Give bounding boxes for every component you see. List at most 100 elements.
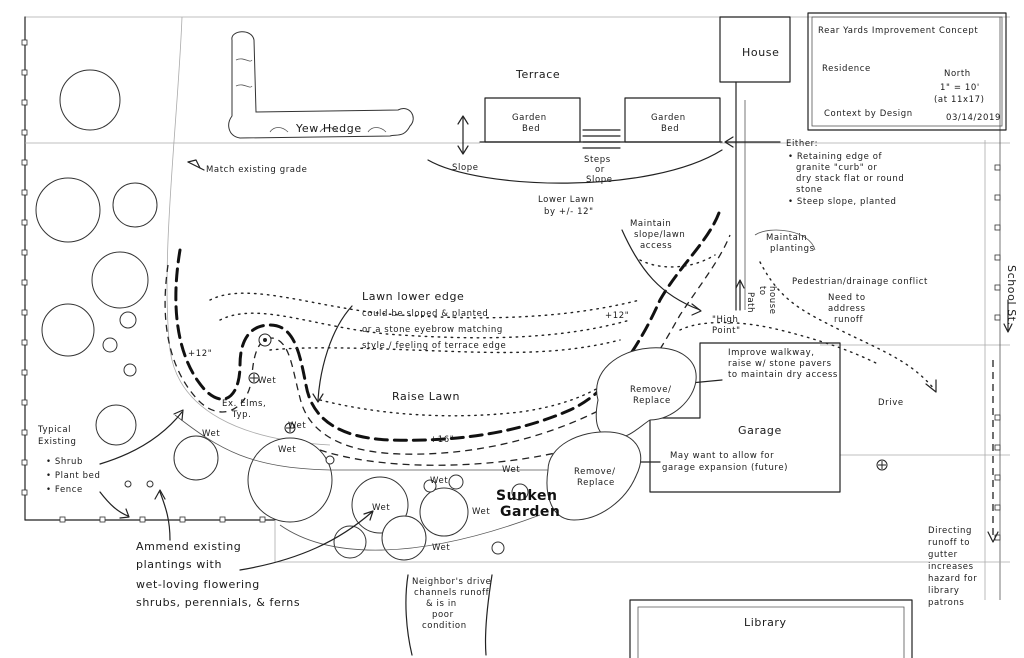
wet-label-2: Wet xyxy=(288,421,306,431)
lawn-edge-label-d: style / feeling of terrace edge xyxy=(362,341,506,351)
walkway-label-b: raise w/ stone pavers xyxy=(728,359,832,369)
typical-label-2: • Plant bed xyxy=(46,471,100,481)
yew-hedge: Yew Hedge xyxy=(228,31,414,139)
lawn-edge-note: Lawn lower edge could be sloped & plante… xyxy=(312,290,506,403)
yew-hedge-label: Yew Hedge xyxy=(295,122,362,135)
maintain-slope-label-a: Maintain xyxy=(630,219,671,229)
north-text: North xyxy=(944,69,971,79)
wet-label-6: Wet xyxy=(502,465,520,475)
conflict-label-c: address xyxy=(828,304,866,314)
terrace-label: Terrace xyxy=(515,68,560,81)
lawn-edge-label-c: or a stone eyebrow matching xyxy=(362,325,503,335)
garage-label: Garage xyxy=(738,424,782,437)
steps-label-c: Slope xyxy=(586,175,613,185)
wet-label-5: Wet xyxy=(430,476,448,486)
slope-label: Slope xyxy=(452,163,479,173)
neighbor-note: Neighbor's drive channels runoff & is in… xyxy=(405,574,493,656)
either-label-1b: granite "curb" or xyxy=(796,163,877,173)
match-grade-label: Match existing grade xyxy=(206,165,307,175)
scale-text: 1" = 10' xyxy=(940,83,980,93)
directing-note: Directing runoff to gutter increases haz… xyxy=(928,360,999,608)
either-label-2: • Steep slope, planted xyxy=(788,197,897,207)
match-grade-note: Match existing grade xyxy=(187,159,307,175)
lower-lawn-label-b: by +/- 12" xyxy=(544,207,594,217)
lower-lawn-label-a: Lower Lawn xyxy=(538,195,594,205)
steps-label-a: Steps xyxy=(584,155,611,165)
plus12-left-label: +12" xyxy=(188,349,212,359)
drive-label: Drive xyxy=(878,398,904,408)
walkway-label-c: to maintain dry access xyxy=(728,370,838,380)
remove-2-label-b: Replace xyxy=(577,478,615,488)
either-label-1d: stone xyxy=(796,185,823,195)
library: Library xyxy=(629,599,913,658)
directing-label-f: library xyxy=(928,586,960,596)
maintain-slope-note: Maintain slope/lawn access xyxy=(621,219,702,316)
either-note: Either: • Retaining edge of granite "cur… xyxy=(724,136,904,207)
typical-existing-note: Typical Existing • Shrub • Plant bed • F… xyxy=(37,409,184,519)
garden-bed-2-label-b: Bed xyxy=(661,124,679,134)
either-label-1c: dry stack flat or round xyxy=(796,174,904,184)
path-label-a: Path xyxy=(745,292,755,313)
ammend-label-b: plantings with xyxy=(136,558,222,571)
garage-note-label-b: garage expansion (future) xyxy=(662,463,788,473)
path-label-c: house xyxy=(767,286,777,315)
neighbor-label-c: & is in xyxy=(426,599,457,609)
high-point-label-b: Point" xyxy=(712,326,741,336)
path-to-house: Path to house xyxy=(735,279,777,315)
ammend-label-c: wet-loving flowering xyxy=(136,578,260,591)
existing-trees xyxy=(35,69,529,561)
either-label: Either: xyxy=(786,139,818,149)
neighbor-label-e: condition xyxy=(422,621,467,631)
conflict-label-b: Need to xyxy=(828,293,866,303)
typical-label-3: • Fence xyxy=(46,485,83,495)
title-block: Rear Yards Improvement Concept Residence… xyxy=(807,12,1007,131)
maintain-plantings-note: Maintain plantings xyxy=(754,229,816,254)
elms-label-a: Ex. Elms, xyxy=(222,399,266,409)
high-point: "High Point" xyxy=(679,315,881,366)
firm-text: Context by Design xyxy=(824,109,913,119)
neighbor-label-d: poor xyxy=(432,610,454,620)
maintain-slope-label-b: slope/lawn xyxy=(634,230,685,240)
wet-label-7: Wet xyxy=(372,503,390,513)
wet-label-9: Wet xyxy=(432,543,450,553)
residence-text: Residence xyxy=(822,64,871,74)
elm-symbols xyxy=(248,333,888,471)
lawn-edge xyxy=(164,208,731,466)
garden-bed-2-label-a: Garden xyxy=(651,113,686,123)
scale-note-text: (at 11x17) xyxy=(934,95,985,105)
sunken-garden-label-a: Sunken xyxy=(496,488,557,504)
plus12-right-label: +12" xyxy=(605,311,629,321)
ammend-note: Ammend existing plantings with wet-lovin… xyxy=(136,489,374,609)
remove-1-label-a: Remove/ xyxy=(630,385,672,395)
house: House xyxy=(719,16,791,311)
ammend-label-a: Ammend existing xyxy=(136,540,241,553)
either-label-1a: • Retaining edge of xyxy=(788,152,883,162)
fence-markers xyxy=(21,39,1001,541)
directing-label-c: gutter xyxy=(928,550,958,560)
date-text: 03/14/2019 xyxy=(946,113,1001,123)
raise-lawn-label: Raise Lawn xyxy=(392,390,460,403)
typical-label-1: • Shrub xyxy=(46,457,83,467)
lawn-edge-label-a: Lawn lower edge xyxy=(362,290,464,303)
steps-label-b: or xyxy=(595,165,605,175)
library-label: Library xyxy=(744,616,787,629)
garage-note-label-a: May want to allow for xyxy=(670,451,774,461)
directing-label-b: runoff to xyxy=(928,538,970,548)
directing-label-e: hazard for xyxy=(928,574,977,584)
ammend-label-d: shrubs, perennials, & ferns xyxy=(136,596,300,609)
terrace: Terrace Garden Bed Garden Bed Steps or S… xyxy=(427,68,723,217)
conflict-label-a: Pedestrian/drainage conflict xyxy=(792,277,928,287)
wet-label-1: Wet xyxy=(258,376,276,386)
elms-label-b: Typ. xyxy=(231,410,251,420)
remove-1-label-b: Replace xyxy=(633,396,671,406)
house-label: House xyxy=(742,46,779,59)
directing-label-g: patrons xyxy=(928,598,964,608)
maintain-plantings-label-b: plantings xyxy=(770,244,815,254)
neighbor-label-b: channels runoff xyxy=(414,588,490,598)
path-label-b: to xyxy=(757,286,767,296)
maintain-plantings-label-a: Maintain xyxy=(766,233,807,243)
garden-bed-1-label-a: Garden xyxy=(512,113,547,123)
typical-label-a: Typical xyxy=(37,425,71,435)
wet-label-8: Wet xyxy=(472,507,490,517)
